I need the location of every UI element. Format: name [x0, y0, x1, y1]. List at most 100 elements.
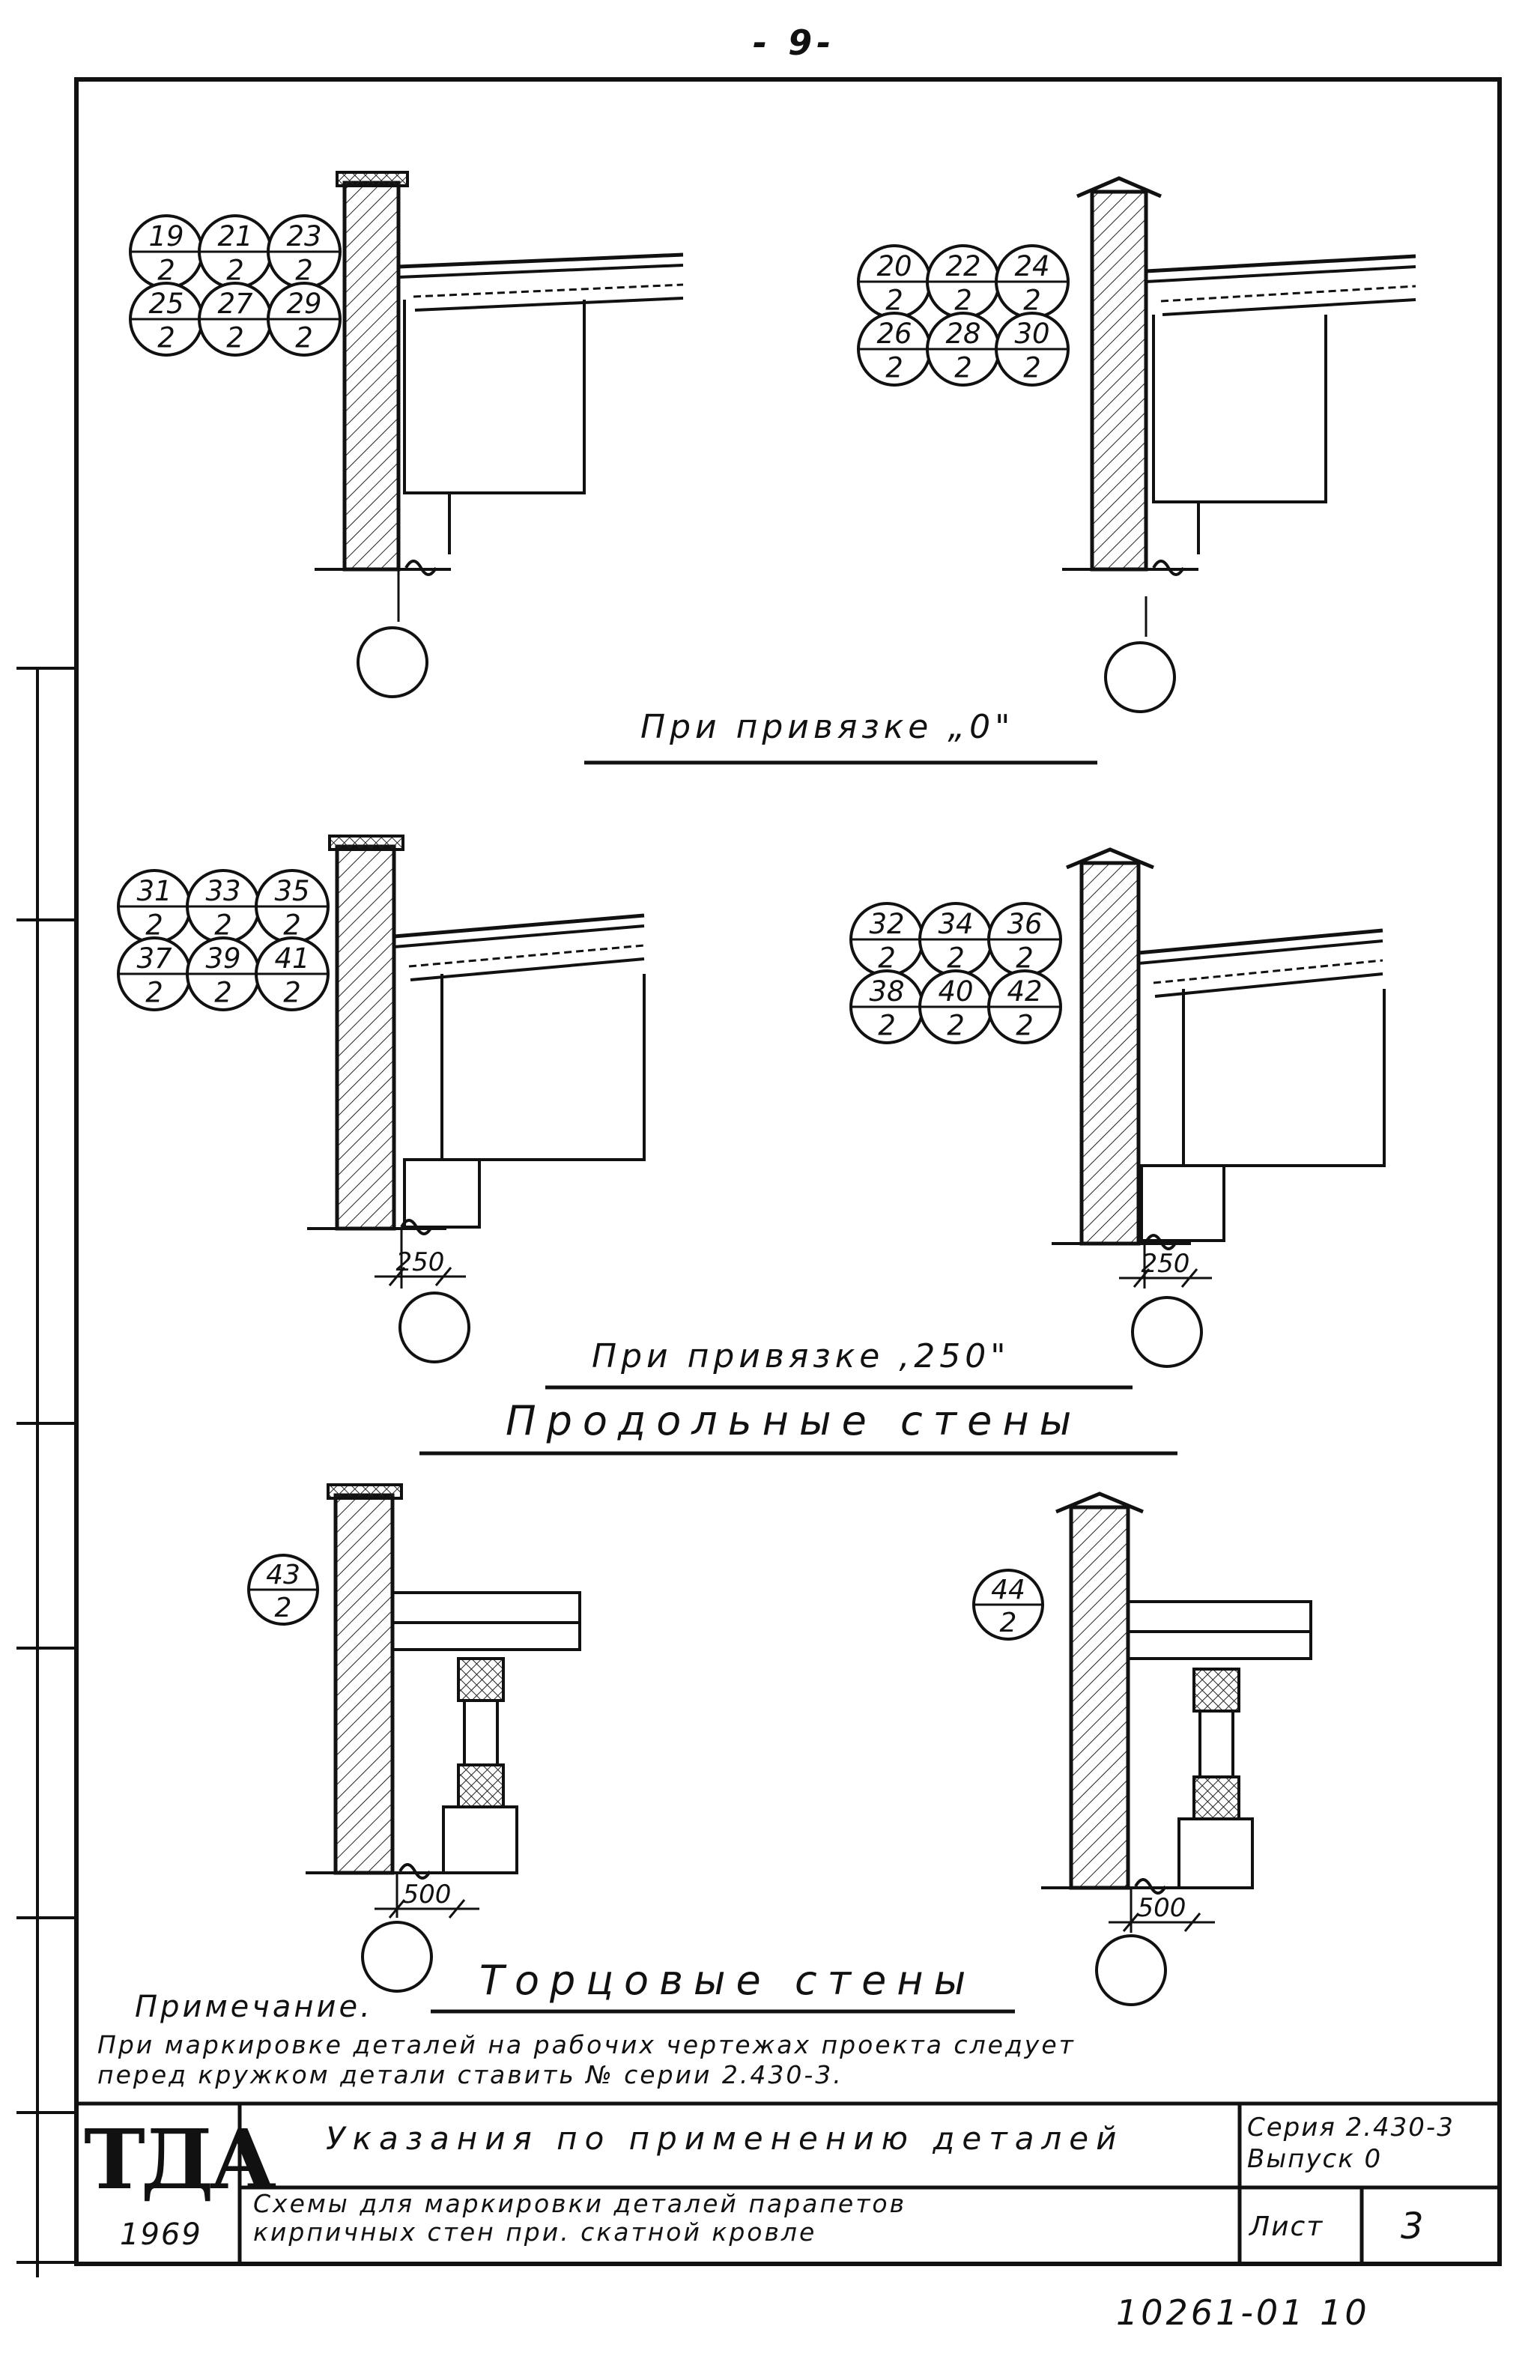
- detail-marker: 352: [255, 869, 330, 944]
- wall-section: [335, 844, 396, 1231]
- ground-break: [1152, 560, 1185, 576]
- marker-number: 40: [938, 975, 973, 1008]
- parapet-cap: [336, 171, 409, 187]
- detail-marker: 242: [995, 244, 1070, 319]
- marker-series: 2: [1000, 1608, 1017, 1638]
- beam-outline: [1152, 315, 1327, 503]
- detail-marker: 252: [129, 282, 204, 357]
- roof-panel: [410, 957, 645, 981]
- marker-series: 2: [878, 942, 896, 974]
- marker-number: 34: [938, 908, 973, 940]
- binding-strip: [16, 667, 76, 2277]
- dimension-tick: [434, 1267, 452, 1286]
- dimension-tick: [1133, 1268, 1151, 1288]
- heading-underlines: [419, 760, 1177, 2014]
- column-base: [403, 1158, 481, 1229]
- axis-circle: [357, 626, 428, 698]
- beam: [1127, 1630, 1312, 1660]
- marker-series: 2: [214, 909, 232, 941]
- wall-section: [1079, 861, 1141, 1246]
- ground-break: [404, 560, 437, 576]
- issue-label: Выпуск 0: [1247, 2144, 1383, 2174]
- dimension-tick: [1122, 1913, 1140, 1932]
- marker-series: 2: [954, 284, 972, 316]
- dimension-bottom-right: 500: [1109, 1893, 1215, 1932]
- detail-marker: 422: [987, 969, 1062, 1044]
- dimension-tick: [448, 1899, 466, 1919]
- parapet-cap: [1076, 176, 1162, 199]
- marker-number: 28: [945, 318, 980, 350]
- dimension-bottom-left: 500: [375, 1880, 479, 1919]
- dimension-label: 500: [1138, 1893, 1186, 1923]
- marker-series: 2: [214, 976, 232, 1008]
- detail-marker: 212: [198, 214, 273, 289]
- detail-marker: 362: [987, 902, 1062, 977]
- heading-end-walls: Торцовые стены: [479, 1957, 977, 2004]
- marker-group-bot-right: 442: [972, 1569, 1044, 1641]
- detail-marker: 312: [117, 869, 192, 944]
- document-number: 10261-01 10: [1116, 2292, 1370, 2333]
- marker-series: 2: [947, 942, 965, 974]
- roof-panel: [1162, 298, 1416, 316]
- roof-slab-bottom: [398, 264, 684, 279]
- wall-section: [1069, 1505, 1130, 1890]
- marker-number: 20: [876, 250, 912, 282]
- marker-series: 2: [145, 909, 163, 941]
- note-line-1: При маркировке деталей на рабочих чертеж…: [97, 2030, 1076, 2059]
- marker-series: 2: [145, 976, 163, 1008]
- dimension-tick: [1180, 1268, 1198, 1288]
- detail-marker: 292: [267, 282, 342, 357]
- detail-marker: 402: [918, 969, 993, 1044]
- marker-number: 19: [148, 220, 184, 252]
- wall-section: [1090, 190, 1148, 572]
- dimension-mid-left: 250: [375, 1247, 466, 1286]
- ground-break: [398, 1863, 431, 1880]
- detail-marker: 442: [972, 1569, 1044, 1641]
- wall-section: [342, 181, 401, 572]
- marker-number: 29: [286, 288, 321, 320]
- marker-number: 35: [274, 875, 309, 907]
- sheet-frame: [74, 77, 1502, 2266]
- marker-number: 30: [1014, 318, 1049, 350]
- beam-outline: [1182, 989, 1386, 1167]
- heading-binding-250: При привязке ,250": [592, 1337, 1010, 1375]
- pier-block: [457, 1763, 505, 1808]
- detail-marker: 382: [849, 969, 924, 1044]
- axis-circle: [1131, 1296, 1203, 1368]
- beam: [391, 1621, 581, 1651]
- marker-number: 36: [1007, 908, 1042, 940]
- marker-number: 39: [205, 942, 240, 975]
- wall-section: [333, 1493, 395, 1875]
- detail-marker: 302: [995, 312, 1070, 387]
- marker-series: 2: [1023, 284, 1041, 316]
- pier-block: [457, 1657, 505, 1702]
- marker-number: 44: [991, 1575, 1025, 1605]
- roof-panel: [1154, 972, 1383, 998]
- floor-slab: [1127, 1600, 1312, 1633]
- detail-marker: 272: [198, 282, 273, 357]
- note-line-2: перед кружком детали ставить № серии 2.4…: [97, 2060, 843, 2089]
- marker-series: 2: [226, 321, 244, 354]
- marker-number: 26: [876, 318, 912, 350]
- wall-mid-right: [1052, 847, 1386, 1250]
- axis-circle: [361, 1921, 433, 1993]
- marker-series: 2: [157, 321, 175, 354]
- year: 1969: [120, 2217, 202, 2252]
- marker-series: 2: [295, 321, 313, 354]
- marker-series: 2: [283, 976, 301, 1008]
- page-number: - 9-: [753, 22, 836, 63]
- dimension-tick: [388, 1899, 406, 1919]
- detail-marker: 432: [247, 1554, 319, 1626]
- parapet-cap: [1066, 847, 1154, 870]
- marker-number: 33: [205, 875, 240, 907]
- detail-marker: 202: [857, 244, 932, 319]
- pier-block: [1192, 1668, 1240, 1713]
- column-base: [1140, 1164, 1225, 1242]
- series-label: Серия 2.430-3: [1247, 2113, 1455, 2143]
- roof-slab-bottom: [393, 924, 645, 948]
- marker-series: 2: [226, 254, 244, 286]
- marker-series: 2: [283, 909, 301, 941]
